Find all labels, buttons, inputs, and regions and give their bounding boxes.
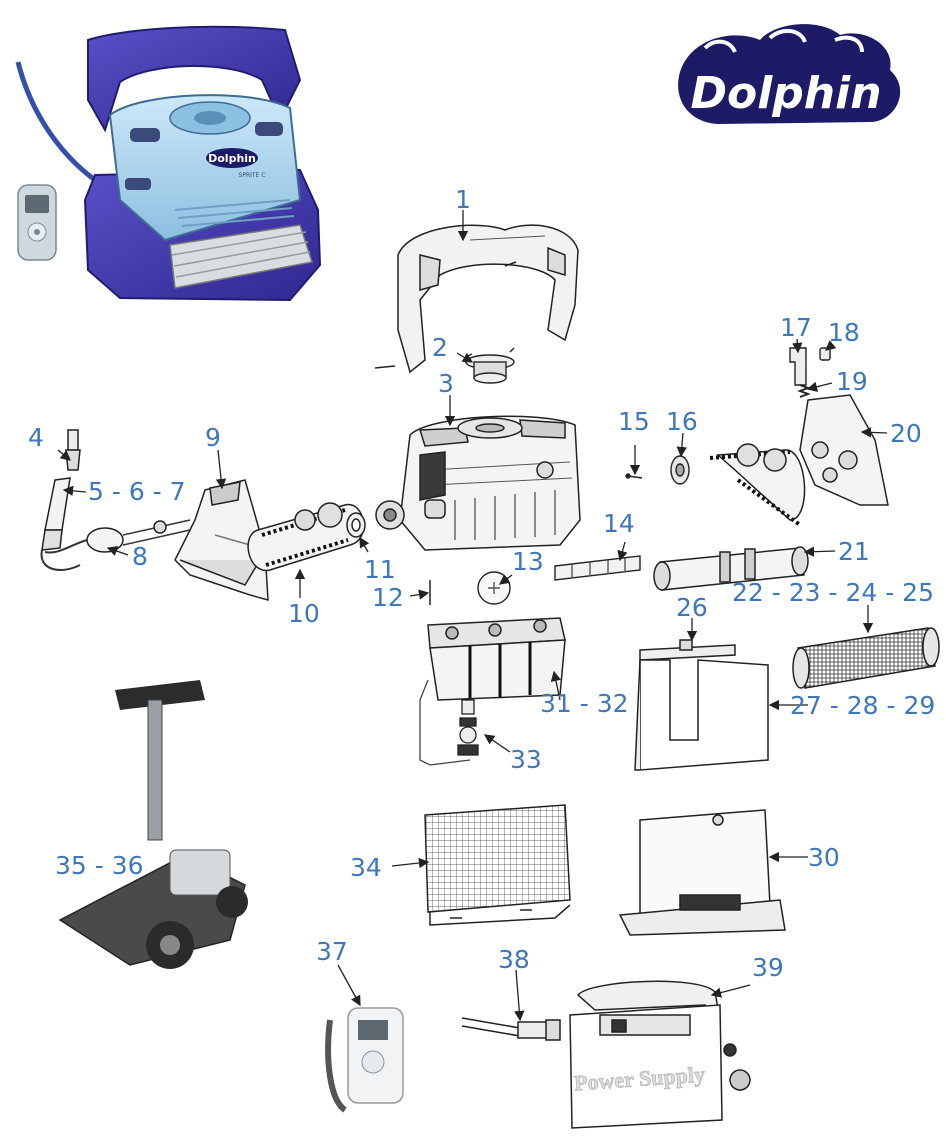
robot-badge-text: Dolphin xyxy=(208,152,256,165)
callout-8: 8 xyxy=(132,542,148,571)
callout-4: 4 xyxy=(28,423,44,452)
callout-30: 30 xyxy=(808,843,840,872)
callout-15: 15 xyxy=(618,407,650,436)
callout-2: 2 xyxy=(432,333,448,362)
callout-19: 19 xyxy=(836,367,868,396)
callout-26: 26 xyxy=(676,593,708,622)
part-brush xyxy=(792,627,940,689)
callout-37: 37 xyxy=(316,937,348,966)
robot-model-text: SPRITE C xyxy=(239,172,266,179)
callout-31: 31 - 32 xyxy=(540,689,629,718)
logo-text: Dolphin xyxy=(690,68,881,119)
callout-5: 5 - 6 - 7 xyxy=(88,477,186,506)
callout-17: 17 xyxy=(780,313,812,342)
leader-lines xyxy=(57,210,888,1022)
part-14-slats xyxy=(554,555,641,581)
part-26-filter-frame xyxy=(639,639,736,661)
part-13-flap xyxy=(477,571,511,605)
part-18-plug xyxy=(819,347,831,361)
part-9-side-panel xyxy=(174,479,269,602)
part-31-32-filter-housing xyxy=(427,617,566,701)
part-17-clip xyxy=(789,347,807,386)
remote-photo xyxy=(17,184,57,261)
callout-1: 1 xyxy=(455,185,471,214)
callout-38: 38 xyxy=(498,945,530,974)
part-27-filter-bag xyxy=(634,659,769,771)
brand-logo: Dolphin xyxy=(678,24,901,125)
callout-10: 10 xyxy=(288,599,320,628)
callout-3: 3 xyxy=(438,369,454,398)
part-37-remote xyxy=(325,1007,404,1113)
callout-20: 20 xyxy=(890,419,922,448)
callout-34: 34 xyxy=(350,853,382,882)
part-35-36-caddy xyxy=(58,680,248,969)
part-33-valves xyxy=(419,679,479,766)
part-10-track xyxy=(247,502,365,571)
part-21-roller xyxy=(653,546,809,591)
part-30-filter-frame xyxy=(618,809,786,936)
part-2-impeller xyxy=(465,347,515,384)
callouts: 1 2 3 4 5 - 6 - 7 8 9 10 11 12 13 14 15 … xyxy=(28,185,935,982)
callout-16: 16 xyxy=(666,407,698,436)
callout-33: 33 xyxy=(510,745,542,774)
part-39-power-supply: Power Supply xyxy=(569,980,751,1129)
callout-11: 11 xyxy=(364,555,396,584)
part-3-motor-unit xyxy=(375,415,581,551)
callout-27: 27 - 28 - 29 xyxy=(790,691,935,720)
part-20-side-panel xyxy=(799,394,889,506)
callout-9: 9 xyxy=(205,423,221,452)
callout-13: 13 xyxy=(512,547,544,576)
part-38-cable xyxy=(461,1017,561,1041)
callout-39: 39 xyxy=(752,953,784,982)
part-track-right xyxy=(709,443,806,527)
part-11-bushing xyxy=(346,512,366,538)
callout-18: 18 xyxy=(828,318,860,347)
callout-21: 21 xyxy=(838,537,870,566)
callout-12: 12 xyxy=(372,583,404,612)
part-1-handle xyxy=(374,224,579,374)
callout-14: 14 xyxy=(603,509,635,538)
callout-35: 35 - 36 xyxy=(55,851,144,880)
part-4-7-cable-assembly xyxy=(40,429,81,571)
part-19-spring xyxy=(797,384,811,398)
callout-22: 22 - 23 - 24 - 25 xyxy=(732,578,934,607)
part-16-gear xyxy=(670,455,690,485)
part-8-swivel xyxy=(44,519,191,554)
robot-photo: Dolphin SPRITE C xyxy=(15,25,322,302)
part-15-screw xyxy=(625,473,643,479)
part-34-mesh-filter xyxy=(424,804,571,926)
